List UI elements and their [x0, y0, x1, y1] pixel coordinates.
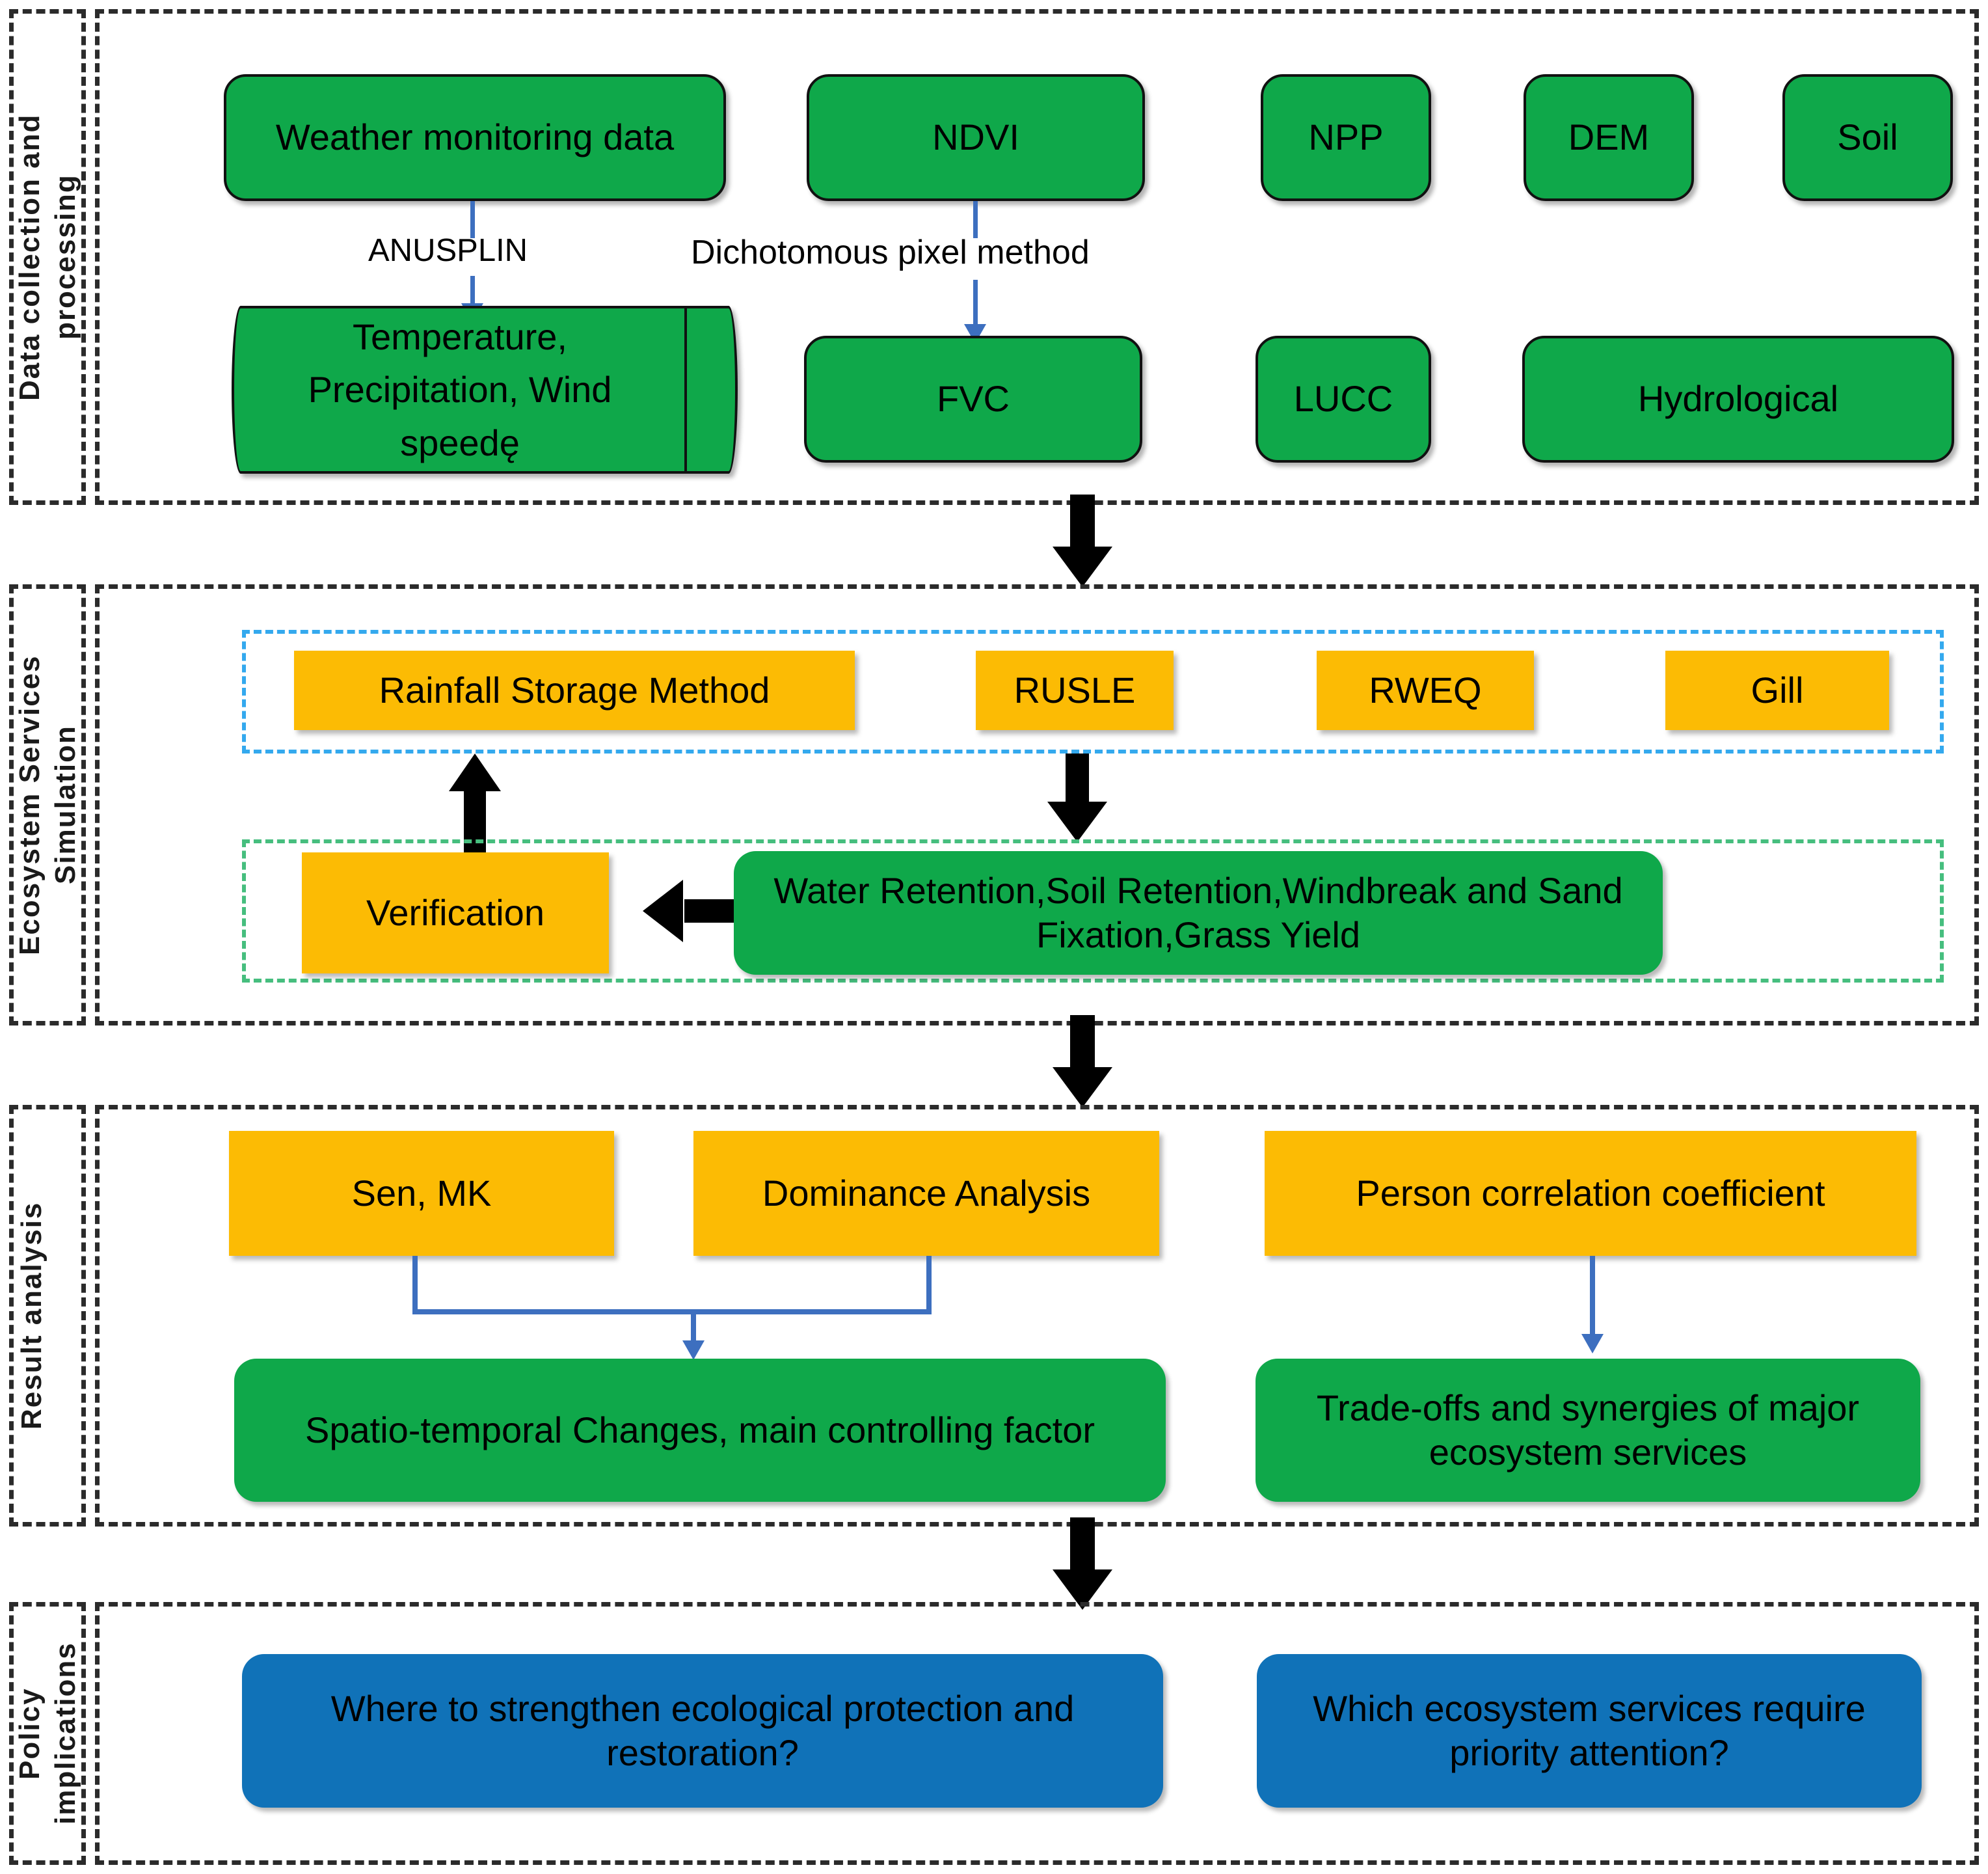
section-label-frame-ecosystem-simulation: Ecosystem Services Simulation	[9, 584, 86, 1025]
arrow-anusplin-shaft-bottom	[470, 276, 475, 307]
section-label-frame-result-analysis: Result analysis	[9, 1105, 86, 1527]
bracket-center-drop	[691, 1309, 696, 1347]
bracket-horizontal	[412, 1309, 932, 1314]
section-arrow-1-shaft	[1070, 495, 1095, 554]
node-ecosystem-services-outputs[interactable]: Water Retention,Soil Retention,Windbreak…	[734, 851, 1663, 975]
node-climate-variables-cylinder[interactable]: Temperature, Precipitation, Wind speedę	[232, 306, 738, 474]
arrow-anusplin-shaft-top	[470, 201, 475, 238]
bracket-arrow-head	[682, 1340, 705, 1360]
section-arrow-3-shaft	[1070, 1517, 1095, 1577]
node-policy-question-protection[interactable]: Where to strengthen ecological protectio…	[242, 1654, 1163, 1808]
bracket-left-drop	[412, 1256, 418, 1314]
node-weather-monitoring-data[interactable]: Weather monitoring data	[224, 74, 726, 201]
arrow-dichotomous-shaft-bottom	[973, 280, 978, 328]
model-group-dashed-box	[242, 630, 1944, 754]
section-label-ecosystem-simulation: Ecosystem Services Simulation	[14, 655, 81, 955]
services-to-verification-arrow-head	[643, 880, 683, 942]
verification-to-model-arrow-shaft	[464, 784, 486, 856]
section-label-data-collection: Data collection and processing	[14, 113, 81, 401]
node-rusle[interactable]: RUSLE	[976, 651, 1174, 730]
node-ndvi[interactable]: NDVI	[807, 74, 1145, 201]
output-group-dashed-box	[242, 839, 1944, 983]
section-frame-ecosystem-simulation	[95, 584, 1979, 1025]
section-label-frame-policy-implications: Policy implications	[9, 1602, 86, 1865]
node-rweq[interactable]: RWEQ	[1317, 651, 1534, 730]
arrow-pearson-head	[1581, 1334, 1604, 1353]
section-arrow-1-head	[1053, 547, 1112, 587]
section-frame-result-analysis	[95, 1105, 1979, 1527]
node-dominance-analysis[interactable]: Dominance Analysis	[693, 1131, 1159, 1256]
arrow-pearson-shaft	[1590, 1256, 1595, 1339]
node-npp[interactable]: NPP	[1261, 74, 1431, 201]
node-policy-question-priority[interactable]: Which ecosystem services require priorit…	[1257, 1654, 1922, 1808]
node-gill[interactable]: Gill	[1665, 651, 1889, 730]
node-lucc[interactable]: LUCC	[1256, 336, 1431, 463]
node-fvc[interactable]: FVC	[804, 336, 1142, 463]
section-frame-data-collection	[95, 9, 1979, 505]
node-rainfall-storage-method[interactable]: Rainfall Storage Method	[294, 651, 855, 730]
node-pearson-correlation-coefficient[interactable]: Person correlation coefficient	[1265, 1131, 1916, 1256]
edge-label-anusplin: ANUSPLIN	[368, 233, 528, 268]
node-soil[interactable]: Soil	[1782, 74, 1953, 201]
verification-to-model-arrow-head	[449, 754, 501, 791]
node-verification[interactable]: Verification	[302, 852, 609, 973]
node-dem[interactable]: DEM	[1524, 74, 1694, 201]
node-hydrological[interactable]: Hydrological	[1522, 336, 1954, 463]
bracket-right-drop	[926, 1256, 932, 1314]
section-frame-policy-implications	[95, 1602, 1979, 1865]
node-tradeoffs-synergies[interactable]: Trade-offs and synergies of major ecosys…	[1256, 1359, 1920, 1502]
node-sen-mk[interactable]: Sen, MK	[229, 1131, 614, 1256]
section-label-result-analysis: Result analysis	[16, 1201, 47, 1430]
edge-label-dichotomous: Dichotomous pixel method	[691, 234, 1090, 271]
services-to-verification-arrow-shaft	[684, 899, 739, 923]
model-to-services-arrow-head	[1047, 802, 1107, 842]
node-spatio-temporal-changes[interactable]: Spatio-temporal Changes, main controllin…	[234, 1359, 1166, 1502]
section-label-frame-data-collection: Data collection and processing	[9, 9, 86, 505]
section-arrow-2-shaft	[1070, 1015, 1095, 1075]
section-label-policy-implications: Policy implications	[14, 1642, 81, 1825]
section-arrow-2-head	[1053, 1067, 1112, 1107]
arrow-dichotomous-shaft-top	[973, 201, 978, 238]
